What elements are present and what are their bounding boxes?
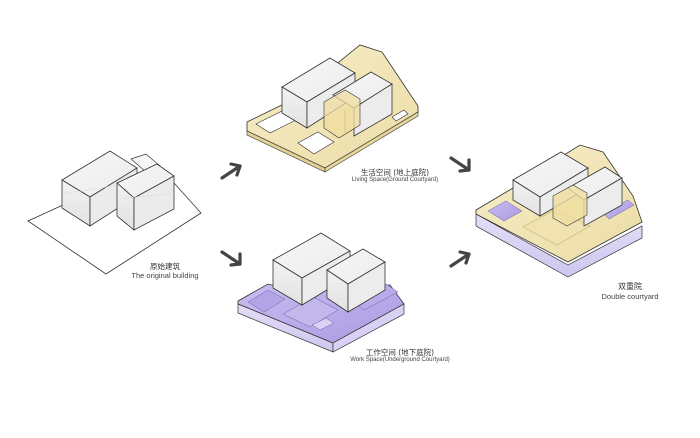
arrow-icon-underground-to-double — [449, 250, 471, 268]
caption-en: Work Space(Underground Courtyard) — [350, 357, 450, 364]
caption-en: The original building — [131, 271, 199, 281]
arrow-icon-original-to-ground — [220, 162, 242, 180]
original-building-diagram — [27, 150, 202, 275]
arrow-icon-ground-to-double — [449, 156, 471, 173]
right-building-block — [116, 163, 175, 231]
caption-zh: 双重院 — [618, 282, 642, 291]
underground-courtyard-diagram — [237, 232, 405, 353]
caption-original-building: 原始建筑 The original building — [115, 262, 215, 281]
caption-double-courtyard: 双重院 Double courtyard — [585, 282, 675, 301]
double-courtyard-diagram — [475, 144, 643, 278]
caption-zh: 工作空间 (地下庭院) — [365, 348, 435, 357]
caption-underground-courtyard: 工作空间 (地下庭院) Work Space(Underground Court… — [330, 348, 470, 365]
arrow-icon-original-to-underground — [220, 250, 242, 267]
caption-zh: 生活空间 (地上庭院) — [360, 168, 430, 177]
caption-en: Living Space(Ground Courtyard) — [351, 177, 439, 184]
caption-zh: 原始建筑 — [150, 262, 180, 271]
ground-courtyard-diagram — [246, 44, 419, 173]
caption-ground-courtyard: 生活空间 (地上庭院) Living Space(Ground Courtyar… — [330, 168, 460, 185]
caption-en: Double courtyard — [601, 292, 659, 301]
